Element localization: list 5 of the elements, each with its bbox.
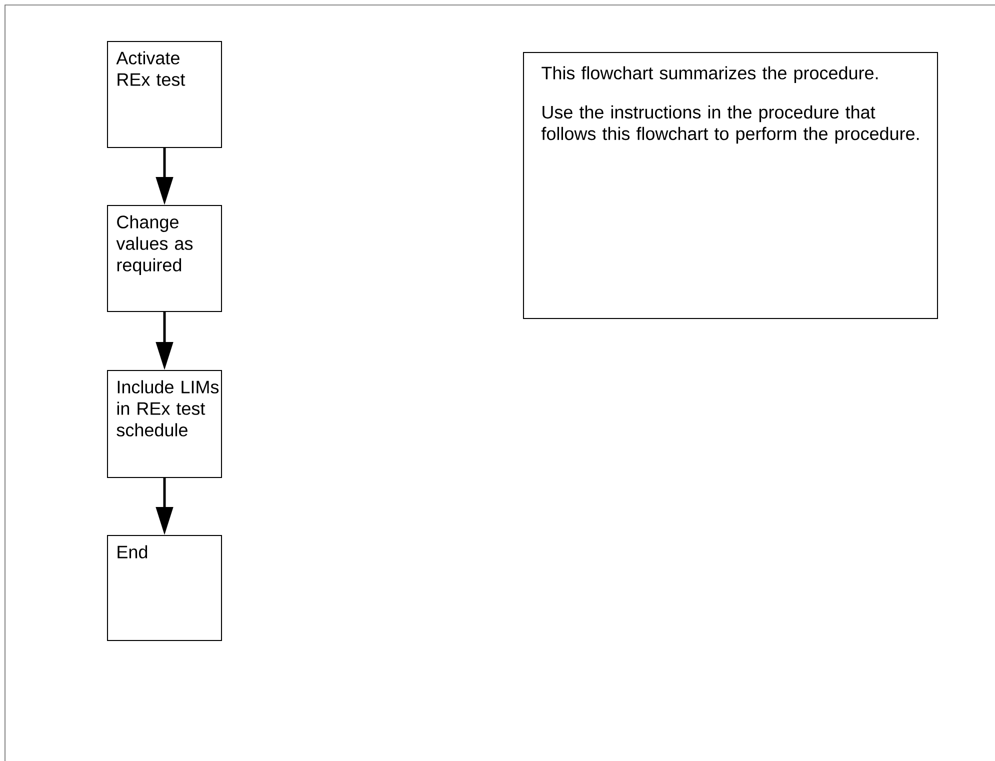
process-box: Activate REx test [107, 41, 222, 148]
note-box: This flowchart summarizes the procedure. Use the instructions in the procedure that follows this flowchart to perform the procedure. [523, 52, 938, 319]
process-box: End [107, 535, 222, 641]
process-box: Change values as required [107, 205, 222, 312]
process-box: Include LIMs in REx test schedule [107, 370, 222, 478]
